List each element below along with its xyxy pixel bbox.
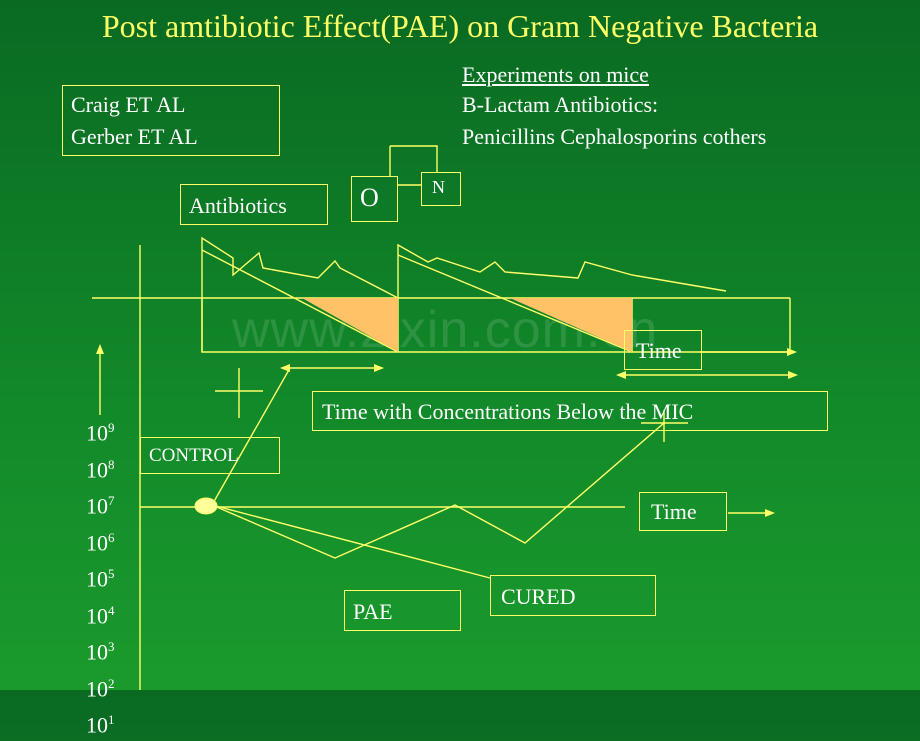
arrowhead-range-1-right [374, 364, 384, 372]
y-tick-6: 106 [86, 529, 115, 555]
y-tick-5: 105 [86, 566, 115, 592]
antibiotics-label-box: Antibiotics [180, 184, 328, 225]
experiments-line3: Penicillins Cephalosporins cothers [462, 124, 767, 149]
arrowhead-time-1 [787, 348, 797, 356]
arrowhead-y-axis [96, 344, 104, 354]
cured-label-box: CURED [490, 575, 656, 616]
y-tick-8: 108 [86, 456, 115, 482]
time-label-2: Time [651, 499, 697, 524]
y-tick-4: 104 [86, 602, 115, 628]
molecule-o: O [360, 183, 379, 212]
author-gerber: Gerber ET AL [71, 124, 198, 149]
page-title: Post amtibiotic Effect(PAE) on Gram Nega… [101, 8, 819, 44]
arrowhead-range-2-left [616, 371, 626, 379]
authors-box: Craig ET AL Gerber ET AL [62, 85, 280, 156]
dose-line [211, 367, 291, 506]
y-tick-3: 103 [86, 639, 115, 665]
arrowhead-time-2 [765, 509, 775, 517]
antibiotics-label: Antibiotics [189, 193, 287, 218]
pae-label: PAE [353, 599, 393, 624]
y-tick-7: 107 [86, 493, 115, 519]
dose-curve-1 [201, 236, 399, 352]
molecule-n-box: N [421, 172, 461, 206]
dose-curve-2 [397, 243, 727, 298]
arrowhead-range-1-left [280, 364, 290, 372]
control-label: CONTROL [149, 445, 239, 466]
time-label-box-2: Time [639, 492, 727, 531]
experiments-heading: Experiments on mice [462, 62, 649, 87]
y-tick-2: 102 [86, 675, 115, 702]
inoculum-dot [194, 497, 218, 515]
shaded-area-2 [510, 298, 632, 352]
dose-decline-1 [201, 249, 399, 353]
dose-decline-2 [397, 254, 633, 353]
shaded-area-1 [302, 298, 398, 352]
y-tick-1: 101 [86, 712, 115, 738]
molecule-n: N [432, 177, 445, 197]
experiments-line2: B-Lactam Antibiotics: [462, 92, 659, 117]
cured-line [211, 504, 491, 579]
author-craig: Craig ET AL [71, 92, 186, 117]
y-axis-labels: 109 108 107 106 105 104 103 102 101 [86, 412, 115, 741]
pae-curve [211, 422, 665, 559]
pae-diagram [92, 145, 798, 690]
arrowhead-range-2-right [788, 371, 798, 379]
mic-label-box: Time with Concentrations Below the MIC [312, 391, 828, 431]
molecule-bond-1 [390, 145, 438, 172]
time-label-box-1: Time [624, 330, 702, 370]
pae-label-box: PAE [344, 590, 461, 631]
mic-label: Time with Concentrations Below the MIC [322, 399, 694, 424]
y-tick-9: 109 [86, 420, 115, 446]
cured-label: CURED [501, 584, 576, 609]
time-label-1: Time [636, 338, 682, 363]
control-label-box: CONTROL [140, 437, 280, 474]
molecule-o-box: O [351, 176, 398, 222]
